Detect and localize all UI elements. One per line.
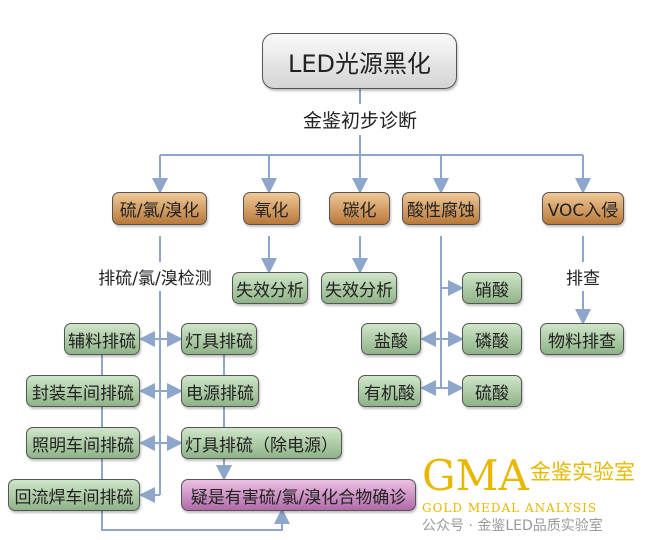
acid-organic: 有机酸 (358, 375, 421, 407)
right-node-power: 电源排硫 (181, 375, 259, 407)
acid-hydrochloric: 盐酸 (361, 323, 421, 355)
material-check: 物料排查 (540, 323, 624, 355)
right-node-fixture-no-power: 灯具排硫（除电源） (181, 427, 342, 459)
watermark-account: 公众号 · 金鉴LED品质实验室 (422, 518, 603, 534)
watermark-logo: GMA (422, 451, 529, 500)
sulfur-test-label: 排硫/氯/溴检测 (95, 262, 215, 291)
left-node-reflow: 回流焊车间排硫 (8, 479, 140, 511)
left-node-auxiliary: 辅料排硫 (64, 323, 140, 355)
failure-analysis-oxidation: 失效分析 (232, 272, 308, 304)
watermark-brand: 金鉴实验室 (530, 460, 635, 484)
left-node-packaging: 封装车间排硫 (26, 375, 140, 407)
right-node-fixture: 灯具排硫 (181, 323, 257, 355)
final-diagnosis: 疑是有害硫/氯/溴化合物确诊 (181, 479, 416, 511)
watermark-english: GOLD MEDAL ANALYSIS (422, 501, 598, 515)
acid-phosphoric: 磷酸 (462, 323, 522, 355)
voc-check-label: 排查 (563, 262, 603, 291)
failure-analysis-carbonization: 失效分析 (321, 272, 397, 304)
acid-nitric: 硝酸 (462, 272, 522, 304)
step-label: 金鉴初步诊断 (299, 104, 421, 135)
category-carbonization: 碳化 (329, 192, 390, 225)
left-node-lighting: 照明车间排硫 (26, 427, 140, 459)
category-sulfide: 硫/氯/溴化 (112, 192, 207, 225)
category-voc: VOC入侵 (542, 192, 624, 225)
root-node: LED光源黑化 (262, 33, 457, 89)
category-oxidation: 氧化 (243, 192, 300, 225)
acid-sulfuric: 硫酸 (462, 375, 522, 407)
category-acid-corrosion: 酸性腐蚀 (402, 192, 480, 225)
